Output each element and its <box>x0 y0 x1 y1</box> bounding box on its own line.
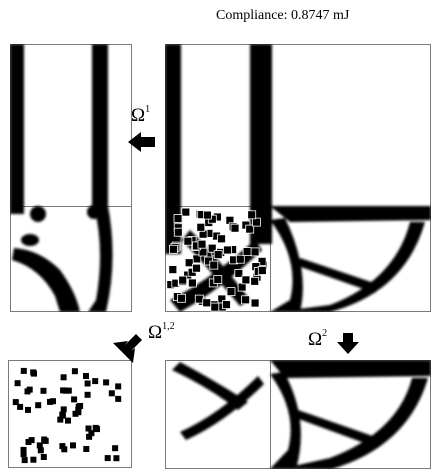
element-square <box>105 455 111 461</box>
down-left-arrow-icon <box>113 334 142 363</box>
element-square <box>174 228 182 236</box>
omega2-structure <box>172 360 431 469</box>
panel-omega2 <box>166 360 431 469</box>
omega1-label: Ω1 <box>131 106 150 125</box>
element-square <box>85 381 91 387</box>
element-square <box>169 266 177 274</box>
element-square <box>185 259 193 267</box>
omega1-structure <box>10 44 113 312</box>
element-square <box>15 380 21 386</box>
element-square <box>115 383 121 389</box>
element-square <box>27 387 33 393</box>
element-square <box>109 390 115 396</box>
element-square <box>251 299 259 307</box>
element-square <box>214 251 222 259</box>
element-square <box>223 301 231 309</box>
element-square <box>30 457 36 463</box>
element-square <box>13 399 19 405</box>
element-square <box>193 264 201 272</box>
element-square <box>258 267 266 275</box>
element-square <box>37 442 43 448</box>
element-square <box>218 235 226 243</box>
element-square <box>188 279 196 287</box>
element-square <box>248 211 256 219</box>
element-square <box>47 399 53 405</box>
element-square <box>112 445 118 451</box>
element-square <box>83 373 89 379</box>
element-square <box>174 215 182 223</box>
element-square <box>169 245 177 253</box>
element-square <box>21 368 27 374</box>
element-square <box>61 406 67 412</box>
full-design-structure <box>165 44 431 312</box>
element-square <box>61 374 67 380</box>
element-square <box>251 248 259 256</box>
element-square <box>30 369 36 375</box>
element-square <box>41 454 47 460</box>
left-arrow-icon <box>128 132 155 152</box>
element-square <box>115 396 121 402</box>
down-arrow-icon <box>337 333 359 354</box>
element-square <box>75 409 81 415</box>
omega12-label: Ω1,2 <box>148 323 175 342</box>
element-square <box>197 223 205 231</box>
element-square <box>211 303 219 311</box>
element-square <box>242 296 250 304</box>
element-square <box>22 457 28 463</box>
element-square <box>92 378 98 384</box>
element-square <box>214 276 222 284</box>
panel-full-design <box>165 44 431 312</box>
element-square <box>63 388 69 394</box>
element-square <box>243 248 251 256</box>
element-square <box>59 412 65 418</box>
element-square <box>227 288 235 296</box>
element-square <box>26 439 32 445</box>
element-square <box>252 218 260 226</box>
element-square <box>203 211 211 219</box>
element-square <box>70 442 76 448</box>
element-square <box>238 283 246 291</box>
element-square <box>103 379 109 385</box>
element-square <box>71 396 77 402</box>
element-square <box>198 240 206 248</box>
element-square <box>184 237 192 245</box>
element-square <box>72 368 78 374</box>
element-square <box>41 437 47 443</box>
element-square <box>113 455 119 461</box>
element-square <box>88 430 94 436</box>
element-square <box>93 425 99 431</box>
element-square <box>21 451 27 457</box>
element-square <box>182 208 190 216</box>
element-square <box>251 277 259 285</box>
element-square <box>83 446 89 452</box>
element-square <box>203 299 211 307</box>
element-square <box>236 255 244 263</box>
element-square <box>242 276 250 284</box>
element-square <box>210 261 218 269</box>
element-square <box>35 402 41 408</box>
element-square <box>224 246 232 254</box>
omega12-squares <box>13 368 121 463</box>
element-square <box>85 392 91 398</box>
panel-omega12 <box>9 361 132 468</box>
element-square <box>179 276 187 284</box>
element-square <box>231 224 239 232</box>
omega2-label: Ω2 <box>308 330 327 349</box>
element-square <box>195 295 203 303</box>
panel-omega1 <box>10 44 132 312</box>
element-square <box>61 446 67 452</box>
element-square <box>41 388 47 394</box>
element-square <box>178 294 186 302</box>
element-square <box>25 407 31 413</box>
